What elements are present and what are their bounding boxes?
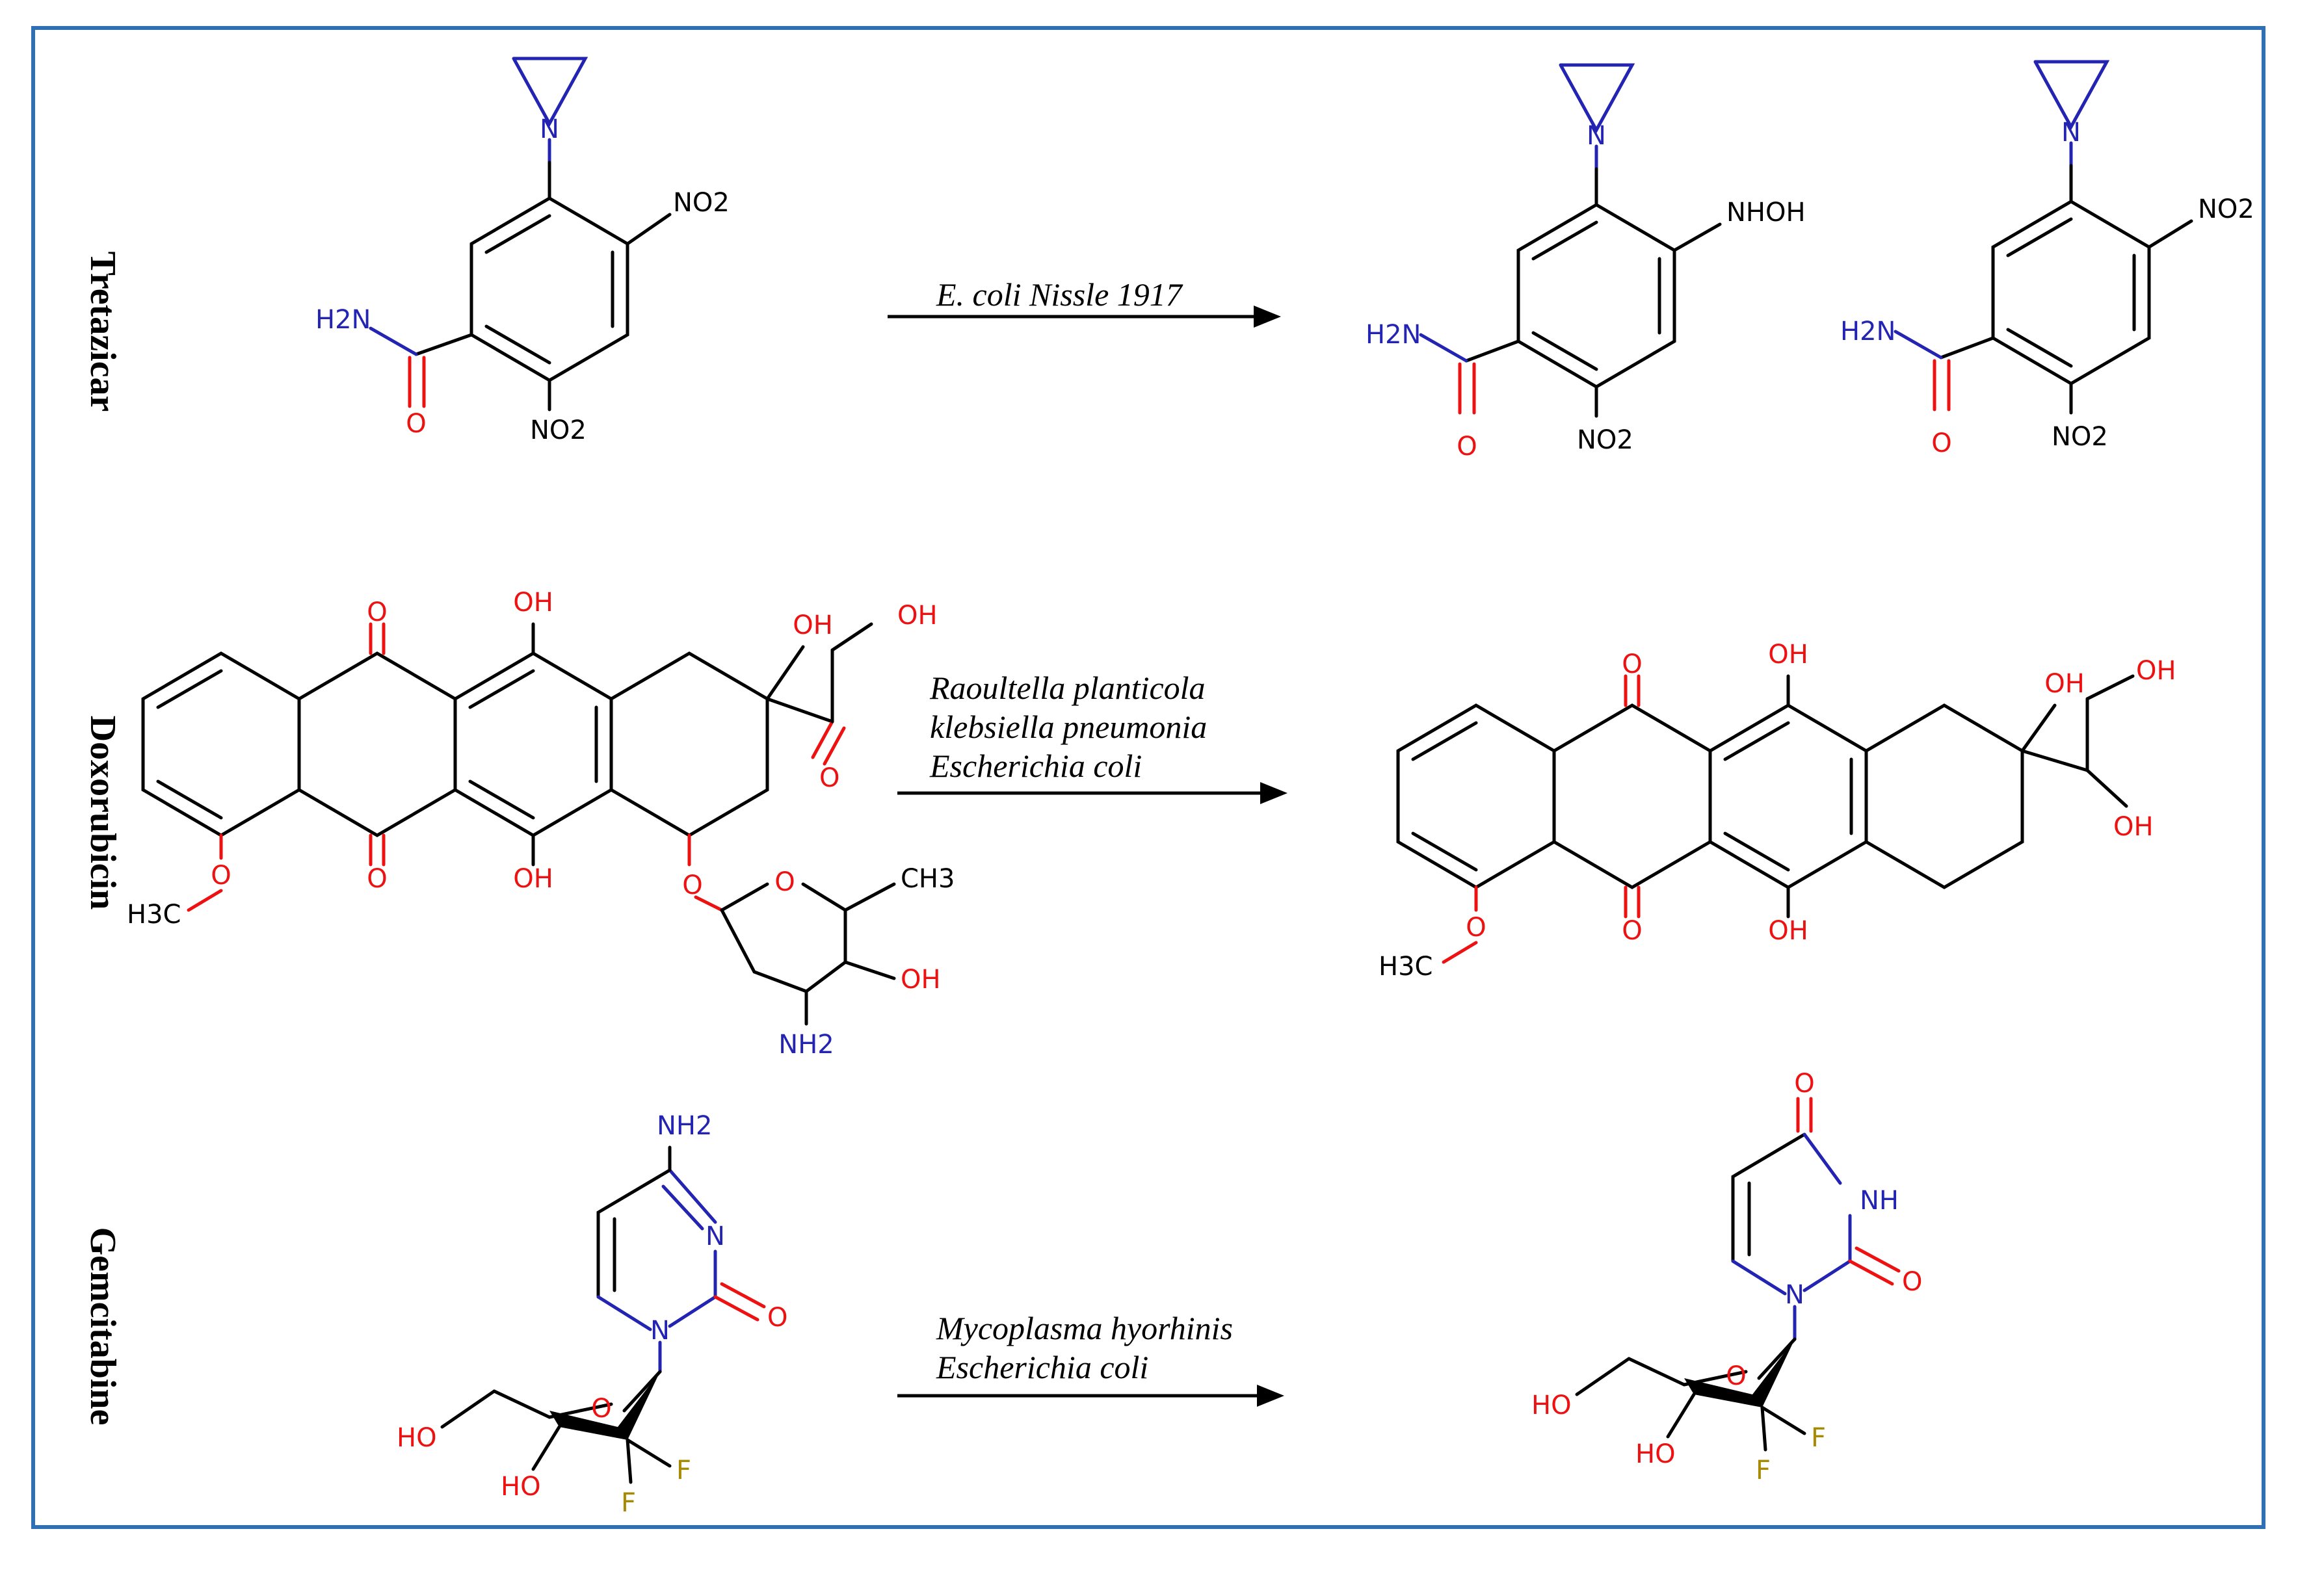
molecule-gemcitabine — [440, 1145, 766, 1484]
atom-label: O — [367, 864, 387, 894]
organism-label: klebsiella pneumonia — [930, 709, 1207, 745]
atom-label: NH2 — [778, 1030, 834, 1060]
atom-label: O — [1902, 1267, 1922, 1297]
atom-label: HO — [397, 1423, 437, 1453]
atom-label: HO — [1531, 1391, 1572, 1420]
atom-label: O — [591, 1394, 611, 1424]
atom-label: NO2 — [1577, 425, 1633, 455]
atom-label: OH — [1768, 916, 1808, 946]
atom-label: NH2 — [657, 1111, 712, 1141]
atom-label: NO2 — [673, 188, 730, 218]
molecule-doxorubicin — [141, 622, 896, 1026]
atom-label: O — [819, 763, 839, 793]
atom-label: F — [676, 1456, 691, 1485]
atom-label: N — [650, 1316, 670, 1346]
atom-label: O — [367, 597, 387, 627]
atom-label: OH — [897, 601, 938, 631]
organism-label: E. coli Nissle 1917 — [936, 276, 1183, 313]
atom-label: O — [1726, 1361, 1746, 1391]
molecule-gemcitabine-product — [1575, 1097, 1901, 1452]
atom-label: OH — [793, 610, 833, 640]
atom-label: HO — [1635, 1439, 1676, 1469]
atom-label: O — [774, 867, 795, 897]
atom-label: H3C — [1379, 952, 1433, 982]
atom-label: H2N — [1840, 317, 1895, 346]
atom-label: O — [211, 861, 231, 891]
atom-label: N — [540, 114, 559, 144]
organism-label: Mycoplasma hyorhinis — [936, 1310, 1233, 1346]
atom-label: OH — [2113, 812, 2154, 842]
atom-label: N — [706, 1222, 725, 1251]
atom-label: H3C — [127, 900, 181, 930]
atom-label: F — [1756, 1456, 1771, 1485]
atom-label: NO2 — [2052, 422, 2108, 452]
atom-label: O — [682, 870, 702, 900]
figure-frame — [31, 26, 2265, 1529]
atom-label: O — [1457, 432, 1477, 462]
atom-label: HO — [501, 1472, 541, 1502]
reaction-arrow-2 — [897, 782, 1287, 804]
atom-label: O — [767, 1303, 787, 1333]
atom-label: O — [1466, 913, 1486, 943]
organism-label: Escherichia coli — [936, 1349, 1148, 1385]
atom-label: O — [1931, 428, 1951, 458]
atom-label: OH — [513, 588, 553, 618]
atom-label: O — [406, 409, 426, 439]
drug-label-tretazicar: Tretazicar — [83, 252, 123, 412]
atom-label: OH — [513, 864, 553, 894]
atom-label: OH — [1768, 640, 1808, 670]
atom-label: OH — [901, 965, 941, 995]
atom-label: H2N — [1366, 320, 1421, 350]
atom-label: NHOH — [1726, 198, 1806, 228]
atom-label: N — [1785, 1280, 1804, 1310]
drug-label-doxorubicin: Doxorubicin — [83, 716, 123, 910]
atom-label: OH — [2044, 669, 2085, 699]
reaction-arrow-3 — [897, 1385, 1284, 1407]
atom-label: F — [1811, 1423, 1826, 1453]
atom-label: NO2 — [530, 415, 587, 445]
organism-label: Escherichia coli — [929, 748, 1142, 784]
atom-label: N — [2061, 118, 2081, 148]
drug-label-gemcitabine: Gemcitabine — [83, 1227, 123, 1426]
atom-label: O — [1622, 916, 1642, 946]
atom-label: NH — [1860, 1186, 1899, 1216]
atom-label: O — [1622, 649, 1642, 679]
atom-label: H2N — [315, 305, 371, 335]
atom-label: NO2 — [2198, 194, 2254, 224]
molecule-tretazicar-product-hydroxylamine — [1419, 63, 1722, 418]
reaction-arrow-1 — [888, 306, 1281, 328]
atom-label: OH — [2136, 656, 2176, 686]
molecule-doxorubicin-product — [1396, 674, 2135, 964]
atom-label: CH3 — [901, 864, 955, 894]
molecule-tretazicar-product-dinitro — [1894, 60, 2193, 415]
organism-label: Raoultella planticola — [929, 670, 1206, 706]
atom-label: F — [621, 1488, 636, 1518]
atom-label: N — [1587, 121, 1606, 151]
molecule-tretazicar — [369, 57, 672, 412]
atom-label: O — [1794, 1069, 1814, 1099]
